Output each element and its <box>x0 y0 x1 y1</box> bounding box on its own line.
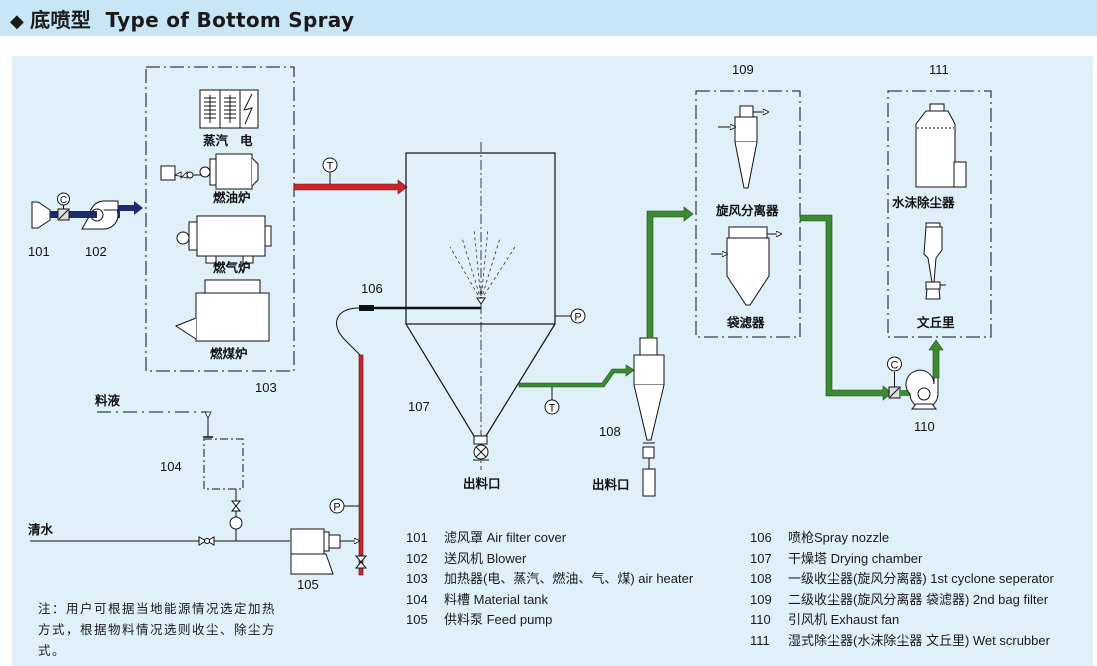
cyclone-separator-icon <box>718 105 768 189</box>
svg-text:P: P <box>574 312 581 324</box>
svg-text:C: C <box>891 360 899 372</box>
feed-hose <box>336 307 361 356</box>
wet-scrubber-group-111 <box>887 90 992 338</box>
temperature-sensor-inlet: T <box>322 157 338 184</box>
svg-text:T: T <box>549 403 556 415</box>
title-bar: ◆底喷型 Type of Bottom Spray <box>0 0 1097 36</box>
exhaust-pipe-3 <box>799 214 893 401</box>
spray-nozzle-tip <box>476 297 486 305</box>
oil-furnace <box>160 153 259 190</box>
tag-108: 108 <box>599 424 621 439</box>
exhaust-pipe-2 <box>646 206 694 339</box>
diagram-panel <box>12 56 1093 666</box>
tag-102: 102 <box>85 244 107 259</box>
label-clean-water: 清水 <box>28 522 54 537</box>
tag-103: 103 <box>255 380 277 395</box>
tank-valve <box>230 500 242 512</box>
material-tank-104 <box>203 438 244 490</box>
blower-102 <box>81 200 119 230</box>
tag-105: 105 <box>297 577 319 592</box>
label-bag-filter: 袋滤器 <box>726 315 765 330</box>
svg-text:P: P <box>333 502 340 514</box>
label-gas-furnace: 燃气炉 <box>213 260 251 275</box>
flow-meter <box>229 516 243 530</box>
label-steam: 蒸汽 <box>203 133 229 148</box>
tag-101: 101 <box>28 244 50 259</box>
heater-group-boundary-103 <box>145 66 295 372</box>
label-outlet-cyclone: 出料口 <box>592 477 630 492</box>
feed-line-valve <box>354 555 368 569</box>
temperature-sensor-outlet: T <box>544 387 560 415</box>
tag-104: 104 <box>160 459 182 474</box>
label-electric: 电 <box>240 133 253 148</box>
label-venturi: 文丘里 <box>917 315 955 330</box>
title-cn: 底喷型 <box>30 8 92 32</box>
exhaust-pipe-1 <box>518 364 635 388</box>
venturi-icon <box>923 222 946 300</box>
blower-outlet-arrow <box>118 201 143 215</box>
tag-106: 106 <box>361 281 383 296</box>
water-valve <box>198 536 215 546</box>
pressure-sensor-chamber: P <box>555 308 586 324</box>
hot-air-pipe <box>293 179 408 195</box>
instrument-c-label: C <box>60 195 67 206</box>
steam-electric-heater <box>199 89 259 129</box>
control-valve-c2: C <box>887 356 902 399</box>
drying-chamber-107 <box>405 142 556 470</box>
control-valve-c1: C <box>57 192 70 221</box>
tag-109: 109 <box>732 62 754 77</box>
label-cyclone-separator: 旋风分离器 <box>715 203 779 218</box>
title-en: Type of Bottom Spray <box>105 8 355 32</box>
label-outlet-chamber: 出料口 <box>463 476 501 491</box>
label-coal-furnace: 燃煤炉 <box>210 346 248 361</box>
spray-nozzle-106 <box>359 305 374 311</box>
second-collector-group-109 <box>695 90 801 338</box>
gas-furnace <box>176 215 272 264</box>
label-oil-furnace: 燃油炉 <box>213 190 251 205</box>
spray-pattern <box>449 228 516 301</box>
air-filter-cover-101 <box>31 201 51 229</box>
water-film-scrubber-icon <box>915 103 967 188</box>
diamond-icon: ◆ <box>10 11 25 32</box>
cyclone-108 <box>633 337 665 497</box>
footnote: 注：用户可根据当地能源情况选定加热方式，根据物料情况选则收尘、除尘方式。 <box>38 601 277 658</box>
feed-pump-105 <box>290 528 359 575</box>
pressure-sensor-feed: P <box>329 498 359 514</box>
lightning-icon <box>243 93 253 125</box>
exhaust-fan-110 <box>905 369 939 410</box>
page-title: ◆底喷型 Type of Bottom Spray <box>10 4 354 33</box>
bag-filter-icon <box>711 226 781 306</box>
tag-107: 107 <box>408 399 430 414</box>
feed-liquid-line <box>97 411 209 418</box>
coal-furnace <box>174 279 270 342</box>
feed-line-red <box>358 354 364 576</box>
tag-110: 110 <box>914 419 935 434</box>
instrument-t-label: T <box>327 161 334 173</box>
tag-111: 111 <box>929 62 949 77</box>
exhaust-outlet-arrow <box>928 339 944 379</box>
label-water-film-scrubber: 水沫除尘器 <box>892 195 955 210</box>
label-feed-liquid: 料液 <box>95 393 121 408</box>
